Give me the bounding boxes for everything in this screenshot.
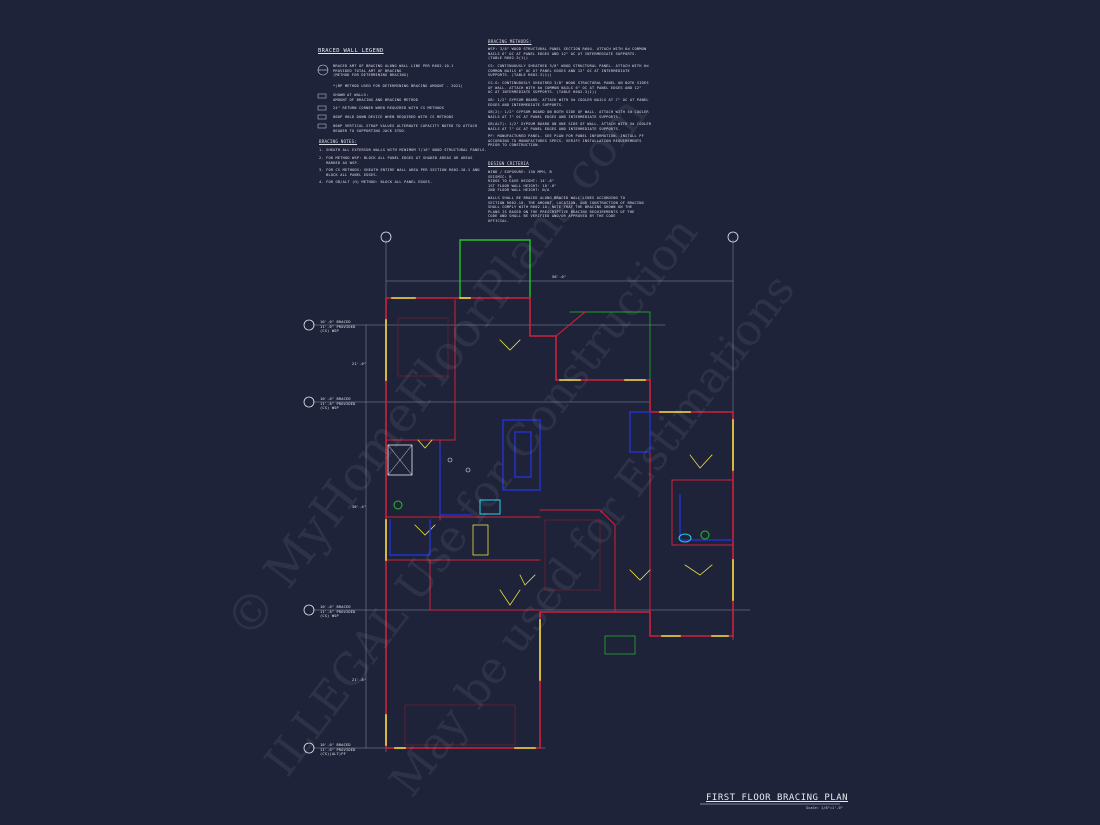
- overall-dimension: 56'-0": [552, 275, 567, 279]
- design-criteria-2: WALLS SHALL BE BRACED ALONG BRACED WALL …: [488, 196, 644, 223]
- legend-item-6: 800P VERTICAL STRAP VALUES ALTERNATE CAP…: [333, 124, 478, 133]
- braced-panels: [385, 297, 734, 749]
- vertical-dim-3: 21'-8": [352, 678, 367, 682]
- drawing-scale: Scale: 1/8"=1'-0": [806, 806, 843, 810]
- grid-bubbles: [303, 231, 739, 754]
- bracing-note-1: 1. SHEATH ALL EXTERIOR WALLS WITH MINIMU…: [319, 148, 487, 152]
- bracing-method-1: WSP: 3/8" WOOD STRUCTURAL PANEL SECTION …: [488, 47, 647, 61]
- bracing-method-4: GB: 1/2" GYPSUM BOARD. ATTACH WITH 5d CO…: [488, 98, 649, 107]
- grid-1-label: 10'-0" BRACED 11'-6" PROVIDED (CS) WSP: [320, 320, 356, 334]
- legend-item-3: SHOWN AT WALLS: AMOUNT OF BRACING AND BR…: [333, 93, 419, 102]
- bracing-method-6: GB(ALT): 1/2" GYPSUM BOARD ON ONE SIDE O…: [488, 122, 652, 131]
- bracing-method-5: GB(2): 1/2" GYPSUM BOARD ON BOTH SIDE OF…: [488, 110, 649, 119]
- bracing-note-2: 2. FOR METHOD WSP: BLOCK ALL PANEL EDGES…: [319, 156, 473, 165]
- bracing-notes-title: BRACING NOTES:: [319, 139, 358, 144]
- bracing-note-4: 4. FOR GB/ALT (H) METHOD: BLOCK ALL PANE…: [319, 180, 433, 184]
- exterior-walls: [385, 297, 734, 749]
- interior-walls: [385, 299, 734, 637]
- vertical-dim-1: 21'-0": [352, 362, 367, 366]
- design-criteria-1: WIND / EXPOSURE: 130 MPH, B SEISMIC: B R…: [488, 170, 557, 193]
- grid-2-label: 10'-0" BRACED 11'-6" PROVIDED (CS) WSP: [320, 397, 356, 411]
- bracing-note-3: 3. FOR CS METHODS: SHEATH ENTIRE WALL AR…: [319, 168, 480, 177]
- bracing-method-3: CS-G: CONTINUOUSLY SHEATHED 3/8" WOOD ST…: [488, 81, 649, 95]
- legend-item-5: 800P HOLD DOWN DEVICE WHEN REQUIRED WITH…: [333, 115, 454, 119]
- porch-outline: [459, 239, 651, 655]
- vertical-dim-2: 30'-4": [352, 505, 367, 509]
- drawing-title: FIRST FLOOR BRACING PLAN: [706, 793, 849, 803]
- legend-item-4: 24" RETURN CORNER WHEN REQUIRED WITH CS …: [333, 106, 445, 110]
- bracing-methods-title: BRACING METHODS:: [488, 39, 532, 44]
- legend-item-2: *(BP METHOD USED FOR DETERMINING BRACING…: [333, 84, 463, 88]
- grid-4-label: 10'-0" BRACED 11'-6" PROVIDED (CS)(ALT)P…: [320, 743, 356, 757]
- grid-3-label: 10'-0" BRACED 11'-6" PROVIDED (CS) WSP: [320, 605, 356, 619]
- bracing-method-7: PF: MANUFACTURED PANEL. SEE PLAN FOR PAN…: [488, 134, 644, 148]
- legend-title: BRACED WALL LEGEND: [318, 48, 384, 54]
- bracing-method-2: CS: CONTINUOUSLY SHEATHED 3/8" WOOD STRU…: [488, 64, 649, 78]
- legend-item-1: BRACED AMT OF BRACING ALONG WALL LINE PE…: [333, 64, 454, 78]
- design-criteria-title: DESIGN CRITERIA: [488, 161, 529, 166]
- fixtures: [387, 317, 710, 746]
